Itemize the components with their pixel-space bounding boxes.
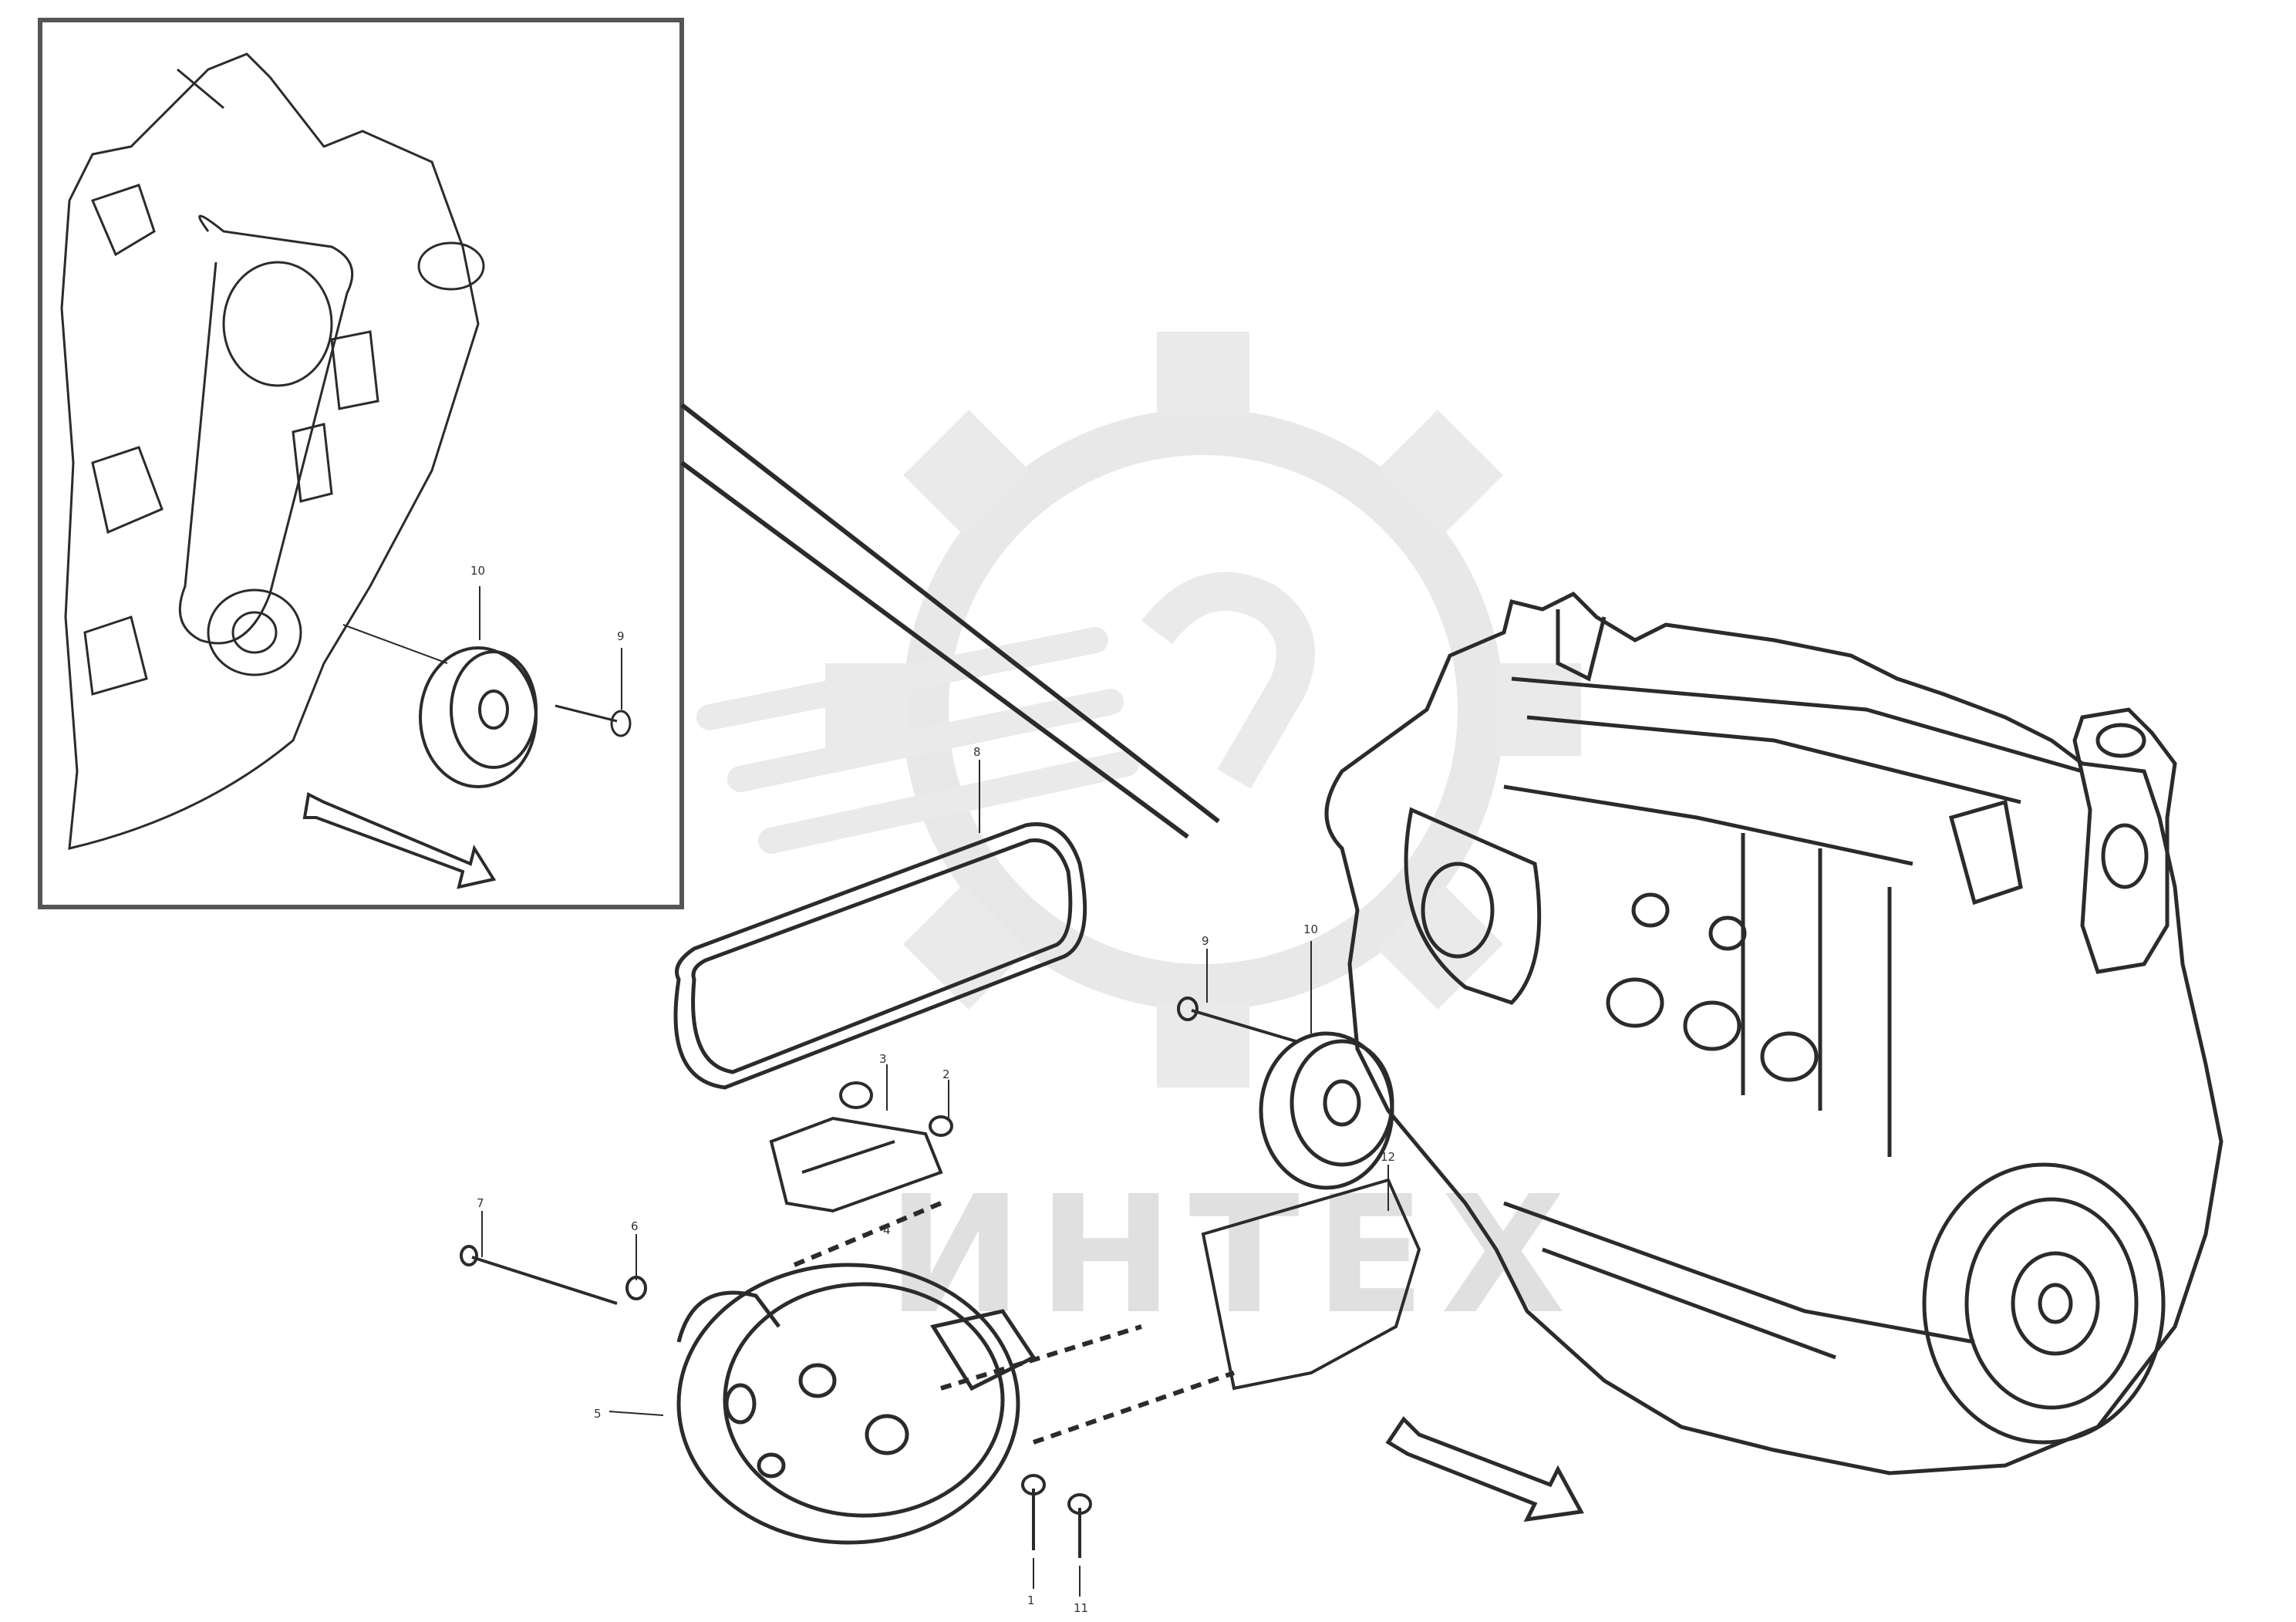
watermark-logo-icon bbox=[696, 332, 1581, 1088]
inset-frame bbox=[38, 18, 684, 909]
callout-alt-bottom-2: 11 bbox=[1074, 1601, 1088, 1615]
callout-alt-nut: 6 bbox=[631, 1219, 639, 1233]
callout-pulley-bolt: 9 bbox=[1202, 934, 1209, 948]
callout-bracket-bolt: 3 bbox=[879, 1052, 887, 1066]
tensioner-bracket bbox=[769, 1064, 953, 1213]
callout-alt-bolt: 7 bbox=[477, 1196, 484, 1210]
callout-alt-bottom-1: 1 bbox=[1027, 1593, 1035, 1607]
drive-belt bbox=[673, 760, 1087, 1090]
hollow-arrow-icon bbox=[1385, 1416, 1584, 1523]
idler-pulley bbox=[1259, 941, 1394, 1190]
callout-alternator: 5 bbox=[594, 1407, 602, 1421]
inset-leader-lines bbox=[680, 403, 1220, 839]
inset-idler-pulley bbox=[342, 624, 538, 788]
callout-inset-pulley: 10 bbox=[470, 564, 485, 578]
callout-belt: 8 bbox=[973, 745, 981, 759]
callout-bracket-bolt-2: 2 bbox=[942, 1067, 950, 1081]
hollow-arrow-icon bbox=[302, 792, 497, 889]
pulley-bolt bbox=[1177, 949, 1296, 1043]
engine-bracket bbox=[1201, 1165, 1421, 1391]
callout-inset-bolt: 9 bbox=[617, 629, 625, 643]
watermark-text: ИНТЕХ bbox=[887, 1161, 1581, 1350]
assembly-dash-lines bbox=[793, 1201, 1235, 1445]
detail-inset: 10 9 bbox=[38, 18, 684, 909]
alternator-bolts bbox=[460, 1211, 1092, 1597]
callout-pulley: 10 bbox=[1303, 922, 1318, 936]
callout-alt-stud: 4 bbox=[883, 1223, 891, 1237]
alternator bbox=[676, 1263, 1037, 1545]
callout-engine-bracket: 12 bbox=[1381, 1150, 1395, 1164]
engine-block bbox=[1324, 591, 2224, 1475]
inset-bolt bbox=[479, 586, 632, 737]
inset-engine-front bbox=[60, 52, 485, 850]
